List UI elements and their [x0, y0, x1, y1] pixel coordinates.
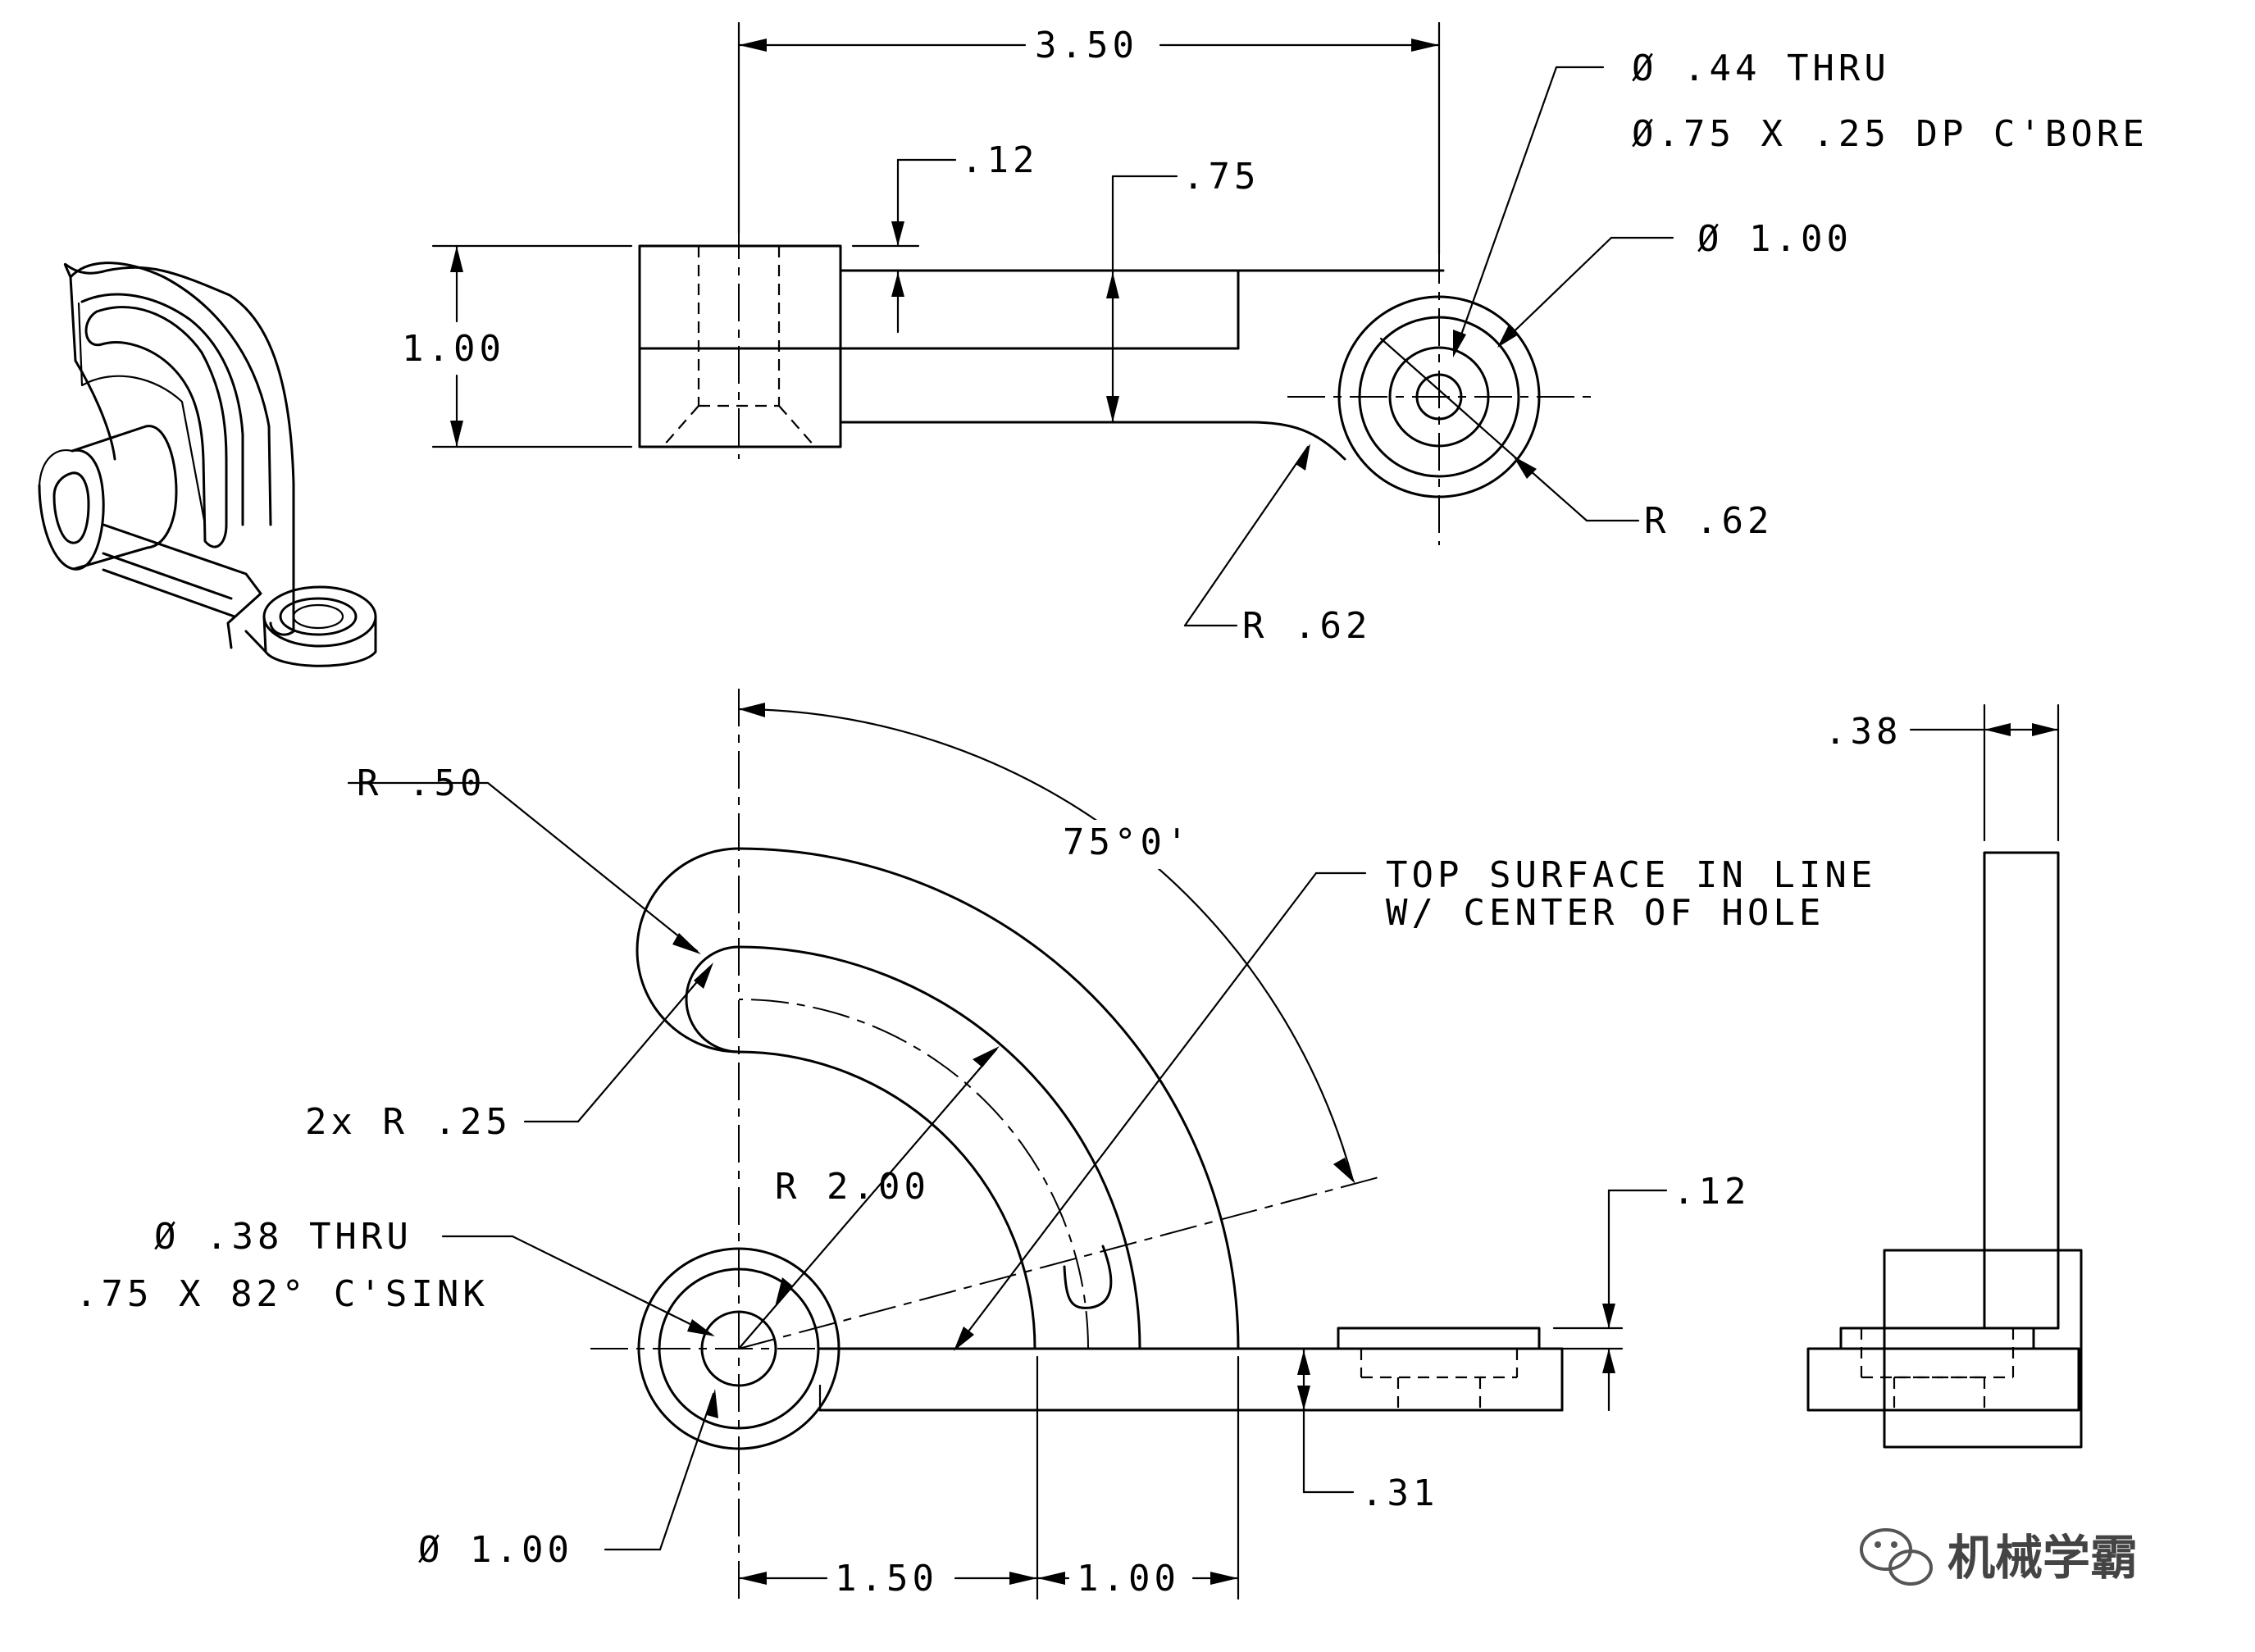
plan-view: 75°0' R .50 2x R .25 R 2.00 TOP SURFACE …	[75, 689, 1876, 1600]
side-view: .38	[1806, 703, 2083, 1449]
dim-hole-thru: Ø .44 THRU	[1632, 48, 1890, 89]
note-line-2: W/ CENTER OF HOLE	[1386, 892, 1824, 934]
dim-overall-length: 3.50	[1035, 25, 1138, 66]
dim-boss-step: .12	[961, 139, 1038, 181]
dim-height-total: 1.00	[402, 328, 505, 370]
watermark-text: 机械学霸	[1947, 1530, 2138, 1586]
dim-side-thick: .38	[1824, 711, 1902, 753]
dim-arm-depth: .75	[1182, 156, 1260, 198]
dim-slot-end-radius: R .50	[357, 762, 485, 804]
dim-boss-dia-top: Ø 1.00	[1697, 218, 1852, 260]
dim-slot-radii: 2x R .25	[305, 1101, 512, 1143]
dim-base-b: 1.00	[1077, 1558, 1180, 1600]
front-view: 3.50 1.00 .12 .75 Ø .44 THRU Ø.75 X .25 …	[402, 21, 2148, 647]
dim-csink-spec: .75 X 82° C'SINK	[75, 1273, 489, 1315]
dim-pad-step: .12	[1673, 1171, 1750, 1213]
dim-angle: 75°0'	[1063, 821, 1191, 863]
dim-hole-cbore: Ø.75 X .25 DP C'BORE	[1632, 113, 2148, 155]
isometric-view	[38, 262, 377, 667]
wechat-icon	[1860, 1528, 1933, 1586]
dim-base-a: 1.50	[835, 1558, 938, 1600]
dim-arc-radius: R 2.00	[775, 1166, 930, 1208]
watermark: 机械学霸	[1860, 1528, 2138, 1586]
dim-csink-hole: Ø .38 THRU	[154, 1216, 412, 1258]
dim-outer-radius: R .62	[1644, 500, 1773, 542]
dim-base-thick: .31	[1361, 1472, 1438, 1514]
dim-boss-dia-bottom: Ø 1.00	[418, 1529, 573, 1571]
note-line-1: TOP SURFACE IN LINE	[1386, 854, 1876, 896]
dim-fillet-radius: R .62	[1242, 605, 1371, 647]
